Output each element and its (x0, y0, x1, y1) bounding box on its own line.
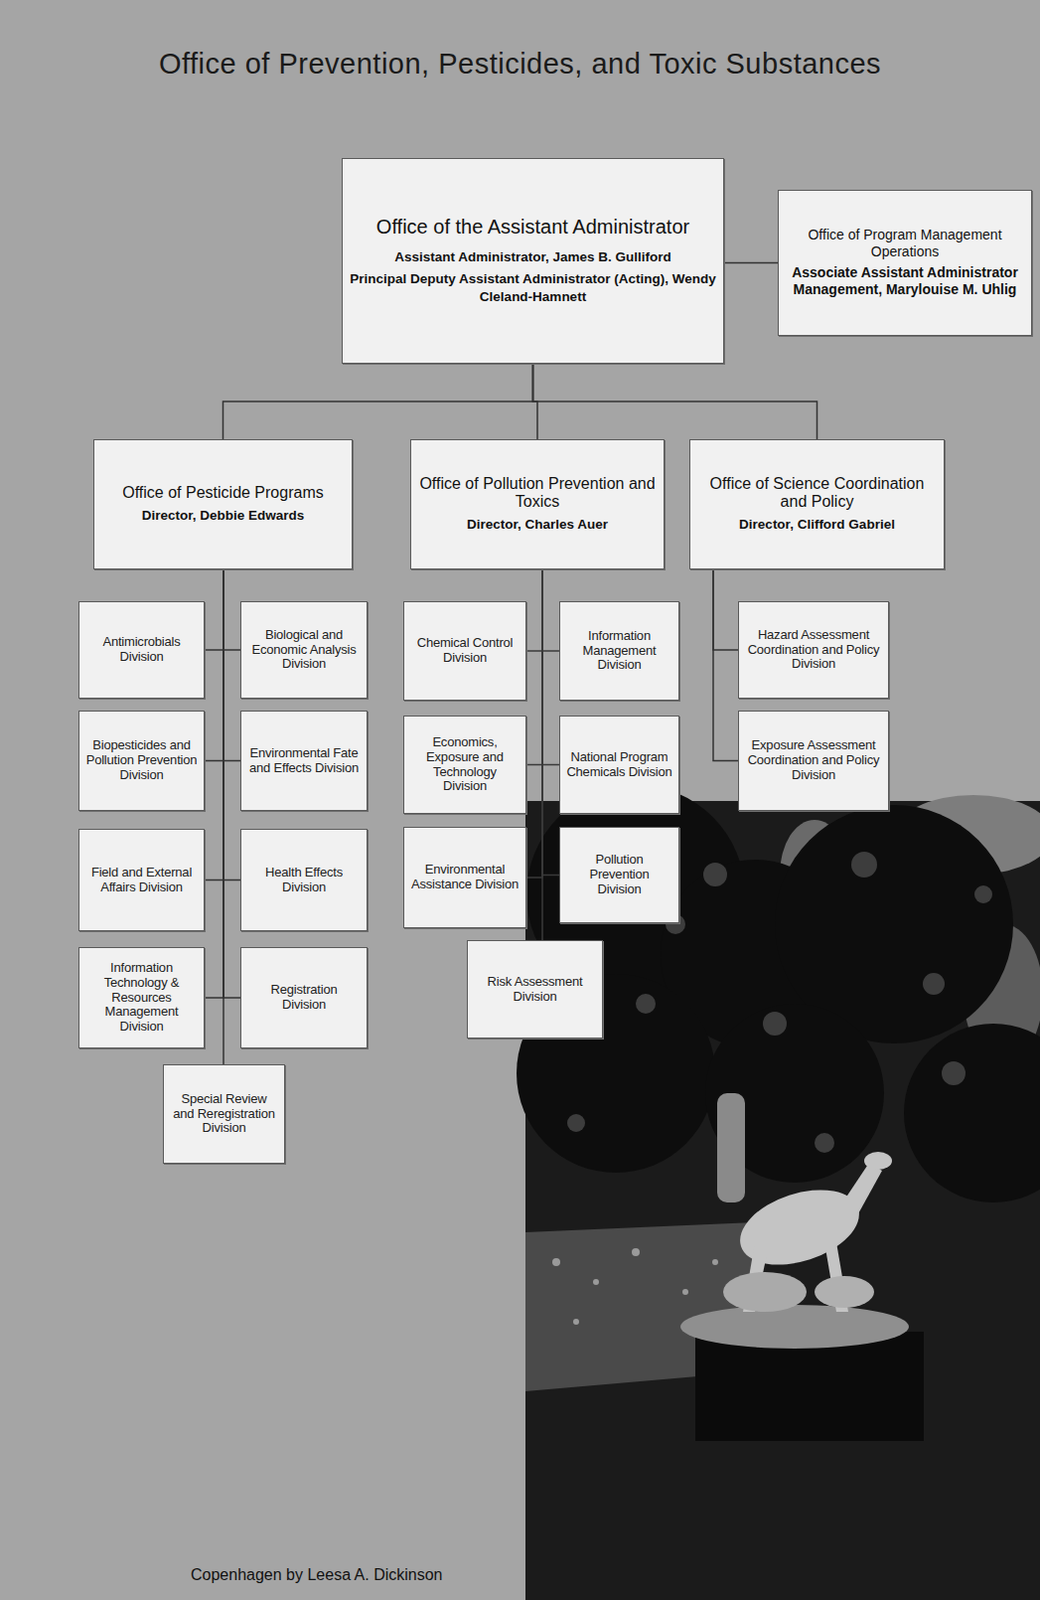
leaf-highlights (567, 840, 993, 1153)
org-connector (204, 569, 224, 650)
division-box: Antimicrobials Division (78, 600, 205, 699)
division-name: Environmental Assistance Division (410, 862, 520, 892)
org-connector (223, 569, 241, 998)
division-name: Information Management Division (566, 628, 673, 674)
division-box: Environmental Assistance Division (403, 826, 527, 928)
office-name: Office of Science Coordination and Polic… (696, 474, 938, 512)
official-name: Director, Debbie Edwards (142, 506, 305, 525)
division-box: Environmental Fate and Effects Division (240, 710, 368, 811)
org-connector (541, 569, 544, 940)
division-name: Field and External Affairs Division (85, 865, 198, 895)
statue (717, 1092, 892, 1312)
lawn-flowers (552, 1247, 719, 1325)
official-name: Associate Assistant Administrator Manage… (784, 264, 1026, 299)
photo-credit: Copenhagen by Leesa A. Dickinson (188, 1565, 446, 1584)
org-connector (542, 569, 560, 765)
org-connector (222, 569, 225, 1064)
division-box: Registration Division (240, 946, 368, 1048)
division-name: Environmental Fate and Effects Division (247, 745, 361, 776)
division-box: Chemical Control Division (403, 600, 527, 701)
division-name: Risk Assessment Division (473, 974, 596, 1005)
division-name: Registration Division (247, 982, 361, 1013)
org-connector (542, 569, 560, 651)
office-name: Office of the Assistant Administrator (376, 215, 690, 239)
org-connector (724, 262, 778, 265)
division-name: Special Review and Reregistration Divisi… (169, 1091, 279, 1137)
org-connector (204, 569, 224, 881)
office-name: Office of Pesticide Programs (122, 483, 323, 502)
org-connector (204, 569, 224, 761)
division-box: Hazard Assessment Coordination and Polic… (738, 600, 890, 699)
org-connector (204, 569, 224, 998)
org-connector (223, 569, 241, 650)
division-box: Health Effects Division (240, 828, 368, 931)
division-name: Biopesticides and Pollution Prevention D… (85, 738, 198, 783)
division-box: Information Management Division (559, 600, 680, 701)
division-name: Pollution Prevention Division (566, 852, 673, 897)
org-connector (533, 363, 818, 440)
division-name: National Program Chemicals Division (566, 749, 673, 780)
official-name: Director, Clifford Gabriel (739, 515, 895, 534)
division-box: Biological and Economic Analysis Divisio… (240, 600, 368, 699)
division-box: Risk Assessment Division (466, 939, 603, 1039)
photo-ground (525, 800, 1040, 1600)
division-box: National Program Chemicals Division (559, 715, 680, 814)
division-box: Economics, Exposure and Technology Divis… (403, 715, 527, 814)
division-name: Biological and Economic Analysis Divisio… (247, 627, 361, 673)
org-connector (526, 569, 543, 651)
org-connector (542, 569, 560, 876)
office-name: Office of Pollution Prevention and Toxic… (417, 474, 658, 512)
org-connector (713, 569, 739, 650)
official-name: Director, Charles Auer (466, 515, 608, 534)
statue-base (680, 1304, 909, 1348)
division-name: Exposure Assessment Coordination and Pol… (744, 738, 883, 783)
office-box: Office of Program Management OperationsA… (777, 189, 1033, 336)
org-connector (223, 569, 241, 761)
office-box: Office of Pollution Prevention and Toxic… (410, 439, 665, 570)
division-box: Special Review and Reregistration Divisi… (162, 1063, 286, 1164)
org-connector (223, 363, 534, 440)
division-name: Information Technology & Resources Manag… (85, 960, 198, 1036)
division-box: Information Technology & Resources Manag… (78, 946, 205, 1048)
division-name: Economics, Exposure and Technology Divis… (410, 735, 520, 795)
division-box: Pollution Prevention Division (559, 826, 680, 923)
official-name: Principal Deputy Assistant Administrator… (348, 270, 718, 306)
division-box: Field and External Affairs Division (78, 828, 205, 931)
division-name: Antimicrobials Division (85, 634, 198, 665)
division-name: Hazard Assessment Coordination and Polic… (744, 627, 883, 673)
org-connector (713, 569, 739, 761)
org-connector (526, 569, 543, 878)
official-name: Assistant Administrator, James B. Gullif… (394, 248, 672, 267)
office-box: Office of Science Coordination and Polic… (689, 439, 945, 570)
org-connector (526, 569, 543, 765)
office-name: Office of Program Management Operations (784, 226, 1026, 261)
division-box: Biopesticides and Pollution Prevention D… (78, 710, 205, 811)
division-name: Health Effects Division (247, 865, 361, 895)
division-box: Exposure Assessment Coordination and Pol… (738, 710, 890, 811)
chart-title: Office of Prevention, Pesticides, and To… (0, 47, 1040, 81)
office-box: Office of the Assistant AdministratorAss… (341, 157, 725, 364)
division-name: Chemical Control Division (410, 635, 520, 666)
org-connector (223, 569, 241, 881)
office-box: Office of Pesticide ProgramsDirector, De… (93, 439, 353, 570)
